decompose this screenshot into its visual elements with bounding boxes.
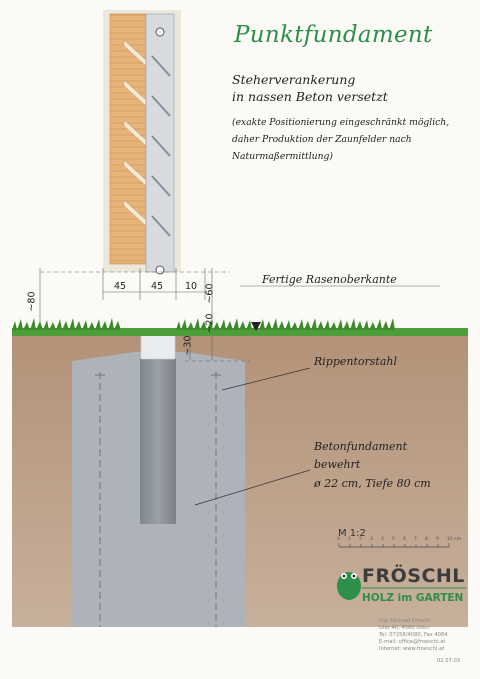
steel-post-embedded <box>140 358 176 524</box>
dim-width-b: 45 <box>151 281 164 292</box>
label-grass-level: Fertige Rasenoberkante <box>262 273 397 286</box>
frog-logo-icon <box>337 572 361 600</box>
label-foundation-line3: ø 22 cm, Tiefe 80 cm <box>314 477 431 490</box>
dim-width-c: 10 <box>185 281 198 292</box>
scale-bar <box>338 543 450 548</box>
label-rebar: Rippentorstahl <box>314 355 398 368</box>
brand-contact: Ing. Michael Fröschl Ufer 40, 4560 Ostrr… <box>379 618 448 652</box>
subtitle-line1: Steherverankerung <box>232 72 356 87</box>
brand-tagline: HOLZ im GARTEN <box>362 592 464 604</box>
dim-height-right: ~60 <box>204 283 216 304</box>
scale-label: M 1:2 <box>338 528 366 539</box>
scale-tick-label: 2 <box>359 537 362 542</box>
label-foundation-line1: Betonfundament <box>314 440 408 453</box>
document-code: 02.07.03 <box>437 658 461 664</box>
scale-tick-label: 3 <box>370 537 373 542</box>
page-title: Punktfundament <box>234 22 433 48</box>
label-foundation-line2: bewehrt <box>314 458 361 471</box>
scale-tick-label: 8 <box>425 537 428 542</box>
brand-name: FRÖSCHL <box>362 565 465 587</box>
metal-post-profile <box>145 13 175 273</box>
subtitle-line2: in nassen Beton versetzt <box>232 89 388 104</box>
bolt-bottom <box>155 265 165 275</box>
scale-tick-label: 5 <box>392 537 395 542</box>
post-collar <box>140 334 176 360</box>
dim-depth-b: ~30 <box>182 335 194 356</box>
dim-width-a: 45 <box>114 281 127 292</box>
scale-tick-label: 9 <box>436 537 439 542</box>
grass-strip <box>12 318 468 336</box>
bolt-top <box>155 27 165 37</box>
note-text: (exakte Positionierung eingeschränkt mög… <box>232 117 450 162</box>
slat-clips <box>151 55 171 237</box>
scale-tick-label: 0 <box>337 537 340 542</box>
level-marker-icon <box>251 322 261 331</box>
scale-tick-label: 6 <box>403 537 406 542</box>
dim-height-left: ~80 <box>26 291 38 312</box>
scale-tick-label: 4 <box>381 537 384 542</box>
scale-tick-label: 1 <box>348 537 351 542</box>
leader-lines <box>194 367 311 506</box>
scale-tick-label: 10 cm <box>447 537 462 542</box>
scale-tick-label: 7 <box>414 537 417 542</box>
dim-depth-a: ~20 <box>204 313 216 334</box>
